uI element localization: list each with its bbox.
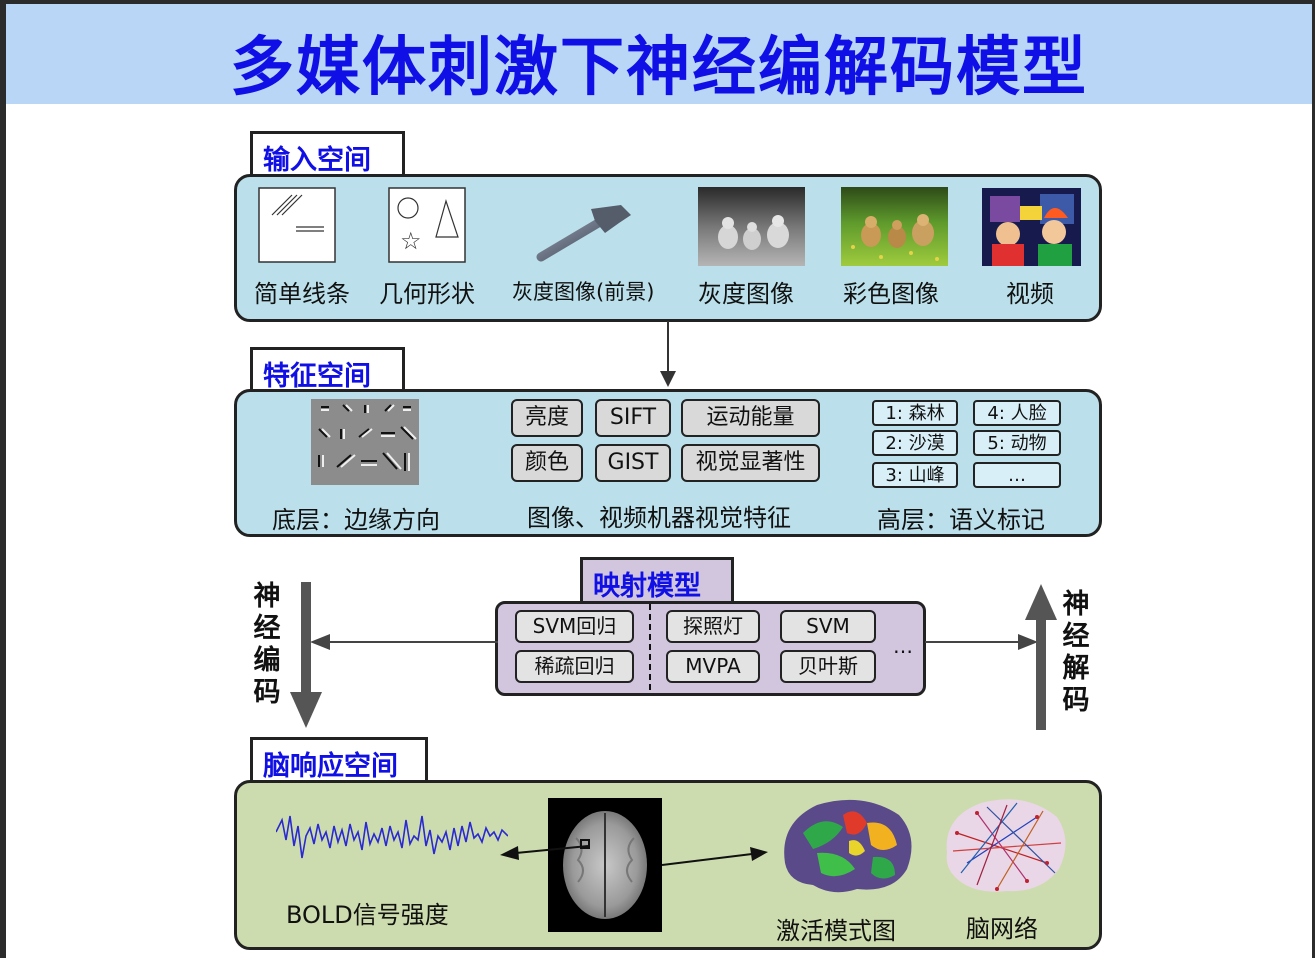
video-cartoon-image [982, 188, 1081, 266]
feature-brightness: 亮度 [511, 399, 583, 437]
feature-visual-saliency: 视觉显著性 [681, 444, 820, 482]
page-title: 多媒体刺激下神经编解码模型 [230, 31, 1088, 105]
neural-encoding-arrow-icon [290, 582, 322, 728]
feature-color: 颜色 [511, 444, 583, 482]
input-caption-color: 彩色图像 [843, 280, 939, 308]
window-frame-top [0, 0, 1315, 4]
brain-response-space-tag: 脑响应空间 [250, 737, 428, 783]
neural-decoding-arrow-icon [1025, 584, 1057, 730]
semantic-tag-forest: 1: 森林 [872, 400, 958, 426]
semantic-tag-face: 4: 人脸 [973, 400, 1061, 426]
feature-gist: GIST [595, 444, 671, 482]
semantic-tag-animal: 5: 动物 [973, 430, 1061, 456]
simple-lines-icon [258, 187, 336, 263]
svg-text:☆: ☆ [400, 227, 422, 255]
grayscale-image [698, 187, 805, 266]
mapping-to-encode-arrow-icon [310, 634, 498, 650]
input-caption-gray-foreground: 灰度图像(前景) [512, 280, 655, 304]
input-caption-grayscale: 灰度图像 [698, 280, 794, 308]
brain-network-image [946, 799, 1066, 892]
input-caption-video: 视频 [1006, 280, 1054, 308]
mri-to-activation-arrow-icon [662, 847, 768, 866]
title-bar: 多媒体刺激下神经编解码模型 [6, 4, 1312, 105]
mapping-to-decode-arrow-icon [925, 634, 1038, 650]
input-caption-geometric-shapes: 几何形状 [379, 280, 475, 308]
mri-to-bold-arrow-icon [500, 845, 588, 860]
feature-sift: SIFT [595, 399, 671, 437]
feature-caption-machine-vision: 图像、视频机器视觉特征 [527, 504, 791, 532]
activation-caption: 激活模式图 [776, 917, 896, 945]
bold-caption: BOLD信号强度 [286, 901, 449, 929]
mapping-ellipsis: … [893, 634, 913, 658]
hammer-icon [536, 205, 631, 262]
input-space-panel [234, 174, 1102, 322]
feature-caption-high-level: 高层：语义标记 [877, 506, 1045, 534]
bold-signal-waveform [276, 815, 508, 859]
neural-decoding-label: 神经解码 [1062, 589, 1090, 716]
method-svm: SVM [780, 610, 876, 643]
method-mvpa: MVPA [666, 650, 760, 683]
feature-space-tag: 特征空间 [250, 347, 405, 393]
method-sparse-regression: 稀疏回归 [515, 650, 634, 683]
brain-mri-image [548, 798, 662, 932]
activation-map-brain-image [784, 799, 912, 893]
mapping-model-tag: 映射模型 [580, 557, 734, 603]
input-space-tag: 输入空间 [250, 131, 405, 177]
semantic-tag-mountain: 3: 山峰 [872, 462, 958, 488]
geometric-shapes-icon: ☆ [388, 187, 466, 263]
method-searchlight: 探照灯 [666, 610, 760, 643]
gabor-edge-filters-image [311, 399, 419, 485]
input-to-feature-arrow-icon [660, 321, 676, 387]
window-frame-left [0, 0, 6, 958]
neural-encoding-label: 神经编码 [253, 581, 281, 708]
semantic-tag-desert: 2: 沙漠 [872, 430, 958, 456]
feature-motion-energy: 运动能量 [681, 399, 820, 437]
method-bayes: 贝叶斯 [780, 650, 876, 683]
window-frame-right [1312, 0, 1315, 958]
mapping-divider [649, 604, 651, 694]
network-caption: 脑网络 [966, 915, 1038, 943]
feature-caption-low-level: 底层：边缘方向 [272, 506, 440, 534]
semantic-tag-more: … [973, 462, 1061, 488]
input-caption-simple-lines: 简单线条 [254, 280, 350, 308]
method-svm-regression: SVM回归 [515, 610, 634, 643]
color-image [841, 187, 948, 266]
